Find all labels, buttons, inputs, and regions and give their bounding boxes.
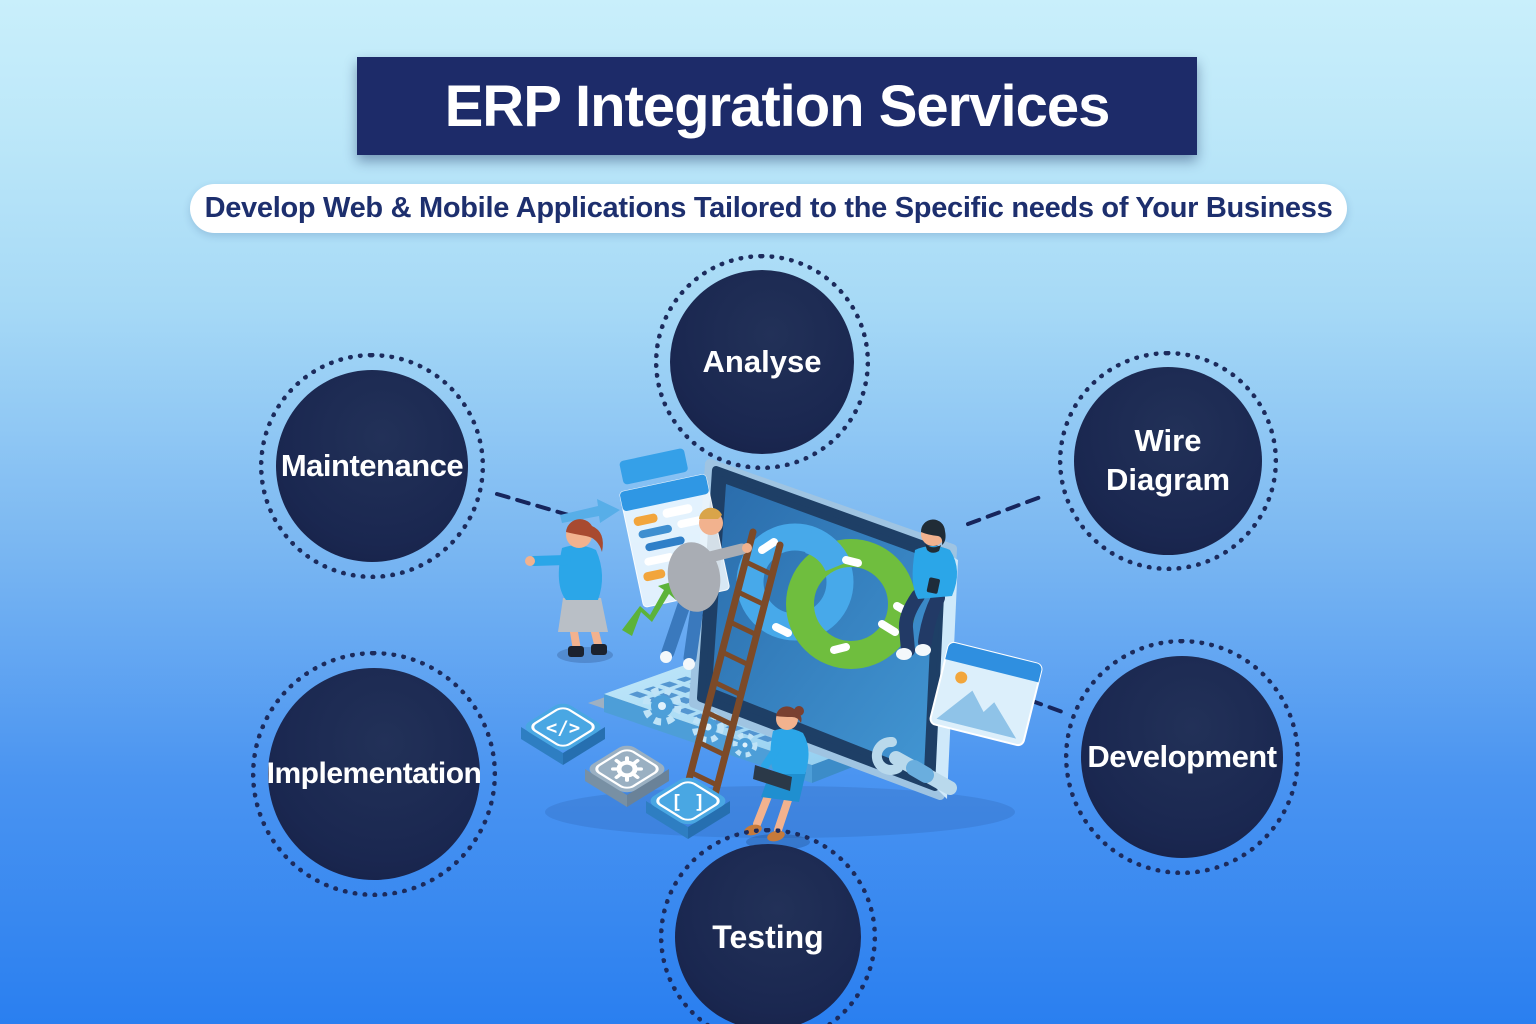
brackets-icon: [ ] — [671, 791, 705, 813]
wireframe-panel — [619, 448, 730, 608]
node-maintenance-disc: Maintenance — [276, 370, 468, 562]
node-label: Implementation — [266, 757, 482, 791]
node-label: Development — [1087, 738, 1277, 774]
growth-arrow-icon — [622, 580, 678, 636]
connector-maintenance — [495, 492, 574, 518]
connector-lines — [495, 492, 1070, 716]
code-icon: </> — [546, 717, 580, 739]
image-panel — [929, 641, 1043, 747]
connector-wire-diagram — [966, 493, 1048, 526]
gear-tile — [585, 745, 669, 807]
gear-icon — [611, 756, 643, 782]
mountain-icon — [936, 690, 1017, 739]
node-testing-disc: Testing — [675, 844, 861, 1024]
man-on-ladder — [660, 507, 752, 670]
woman-pointing — [525, 499, 620, 663]
node-analyse-disc: Analyse — [670, 270, 854, 454]
subtitle-text: Develop Web & Mobile Applications Tailor… — [204, 192, 1333, 224]
node-label: Analyse — [702, 343, 822, 379]
node-implementation: Implementation — [251, 651, 497, 897]
ladder — [681, 528, 784, 810]
wrench-icon — [871, 736, 957, 795]
arrow-icon — [560, 499, 620, 523]
node-maintenance: Maintenance — [259, 353, 485, 579]
connector-development — [1008, 691, 1070, 716]
gear-icons — [642, 686, 758, 758]
node-label: Testing — [712, 919, 824, 955]
node-label: Wire Diagram — [1105, 423, 1231, 497]
devops-infinity-icon — [736, 523, 916, 669]
node-development-disc: Development — [1081, 656, 1283, 858]
node-implementation-disc: Implementation — [266, 668, 482, 880]
man-sitting — [896, 519, 958, 660]
page-title: ERP Integration Services — [444, 73, 1111, 139]
sun-icon — [955, 671, 968, 684]
code-tile: </> — [521, 703, 605, 765]
node-wire-diagram: Wire Diagram — [1058, 351, 1278, 571]
platform — [588, 659, 936, 779]
subtitle-pill: Develop Web & Mobile Applications Tailor… — [190, 184, 1347, 233]
node-label: Maintenance — [280, 447, 464, 483]
node-development: Development — [1064, 639, 1300, 875]
node-analyse: Analyse — [654, 254, 870, 470]
title-banner: ERP Integration Services — [357, 57, 1197, 155]
node-testing: Testing — [659, 828, 877, 1024]
node-wire-diagram-disc: Wire Diagram — [1074, 367, 1262, 555]
laptop — [604, 459, 958, 800]
brackets-tile: [ ] — [646, 777, 730, 839]
keyboard-keys — [628, 659, 904, 753]
